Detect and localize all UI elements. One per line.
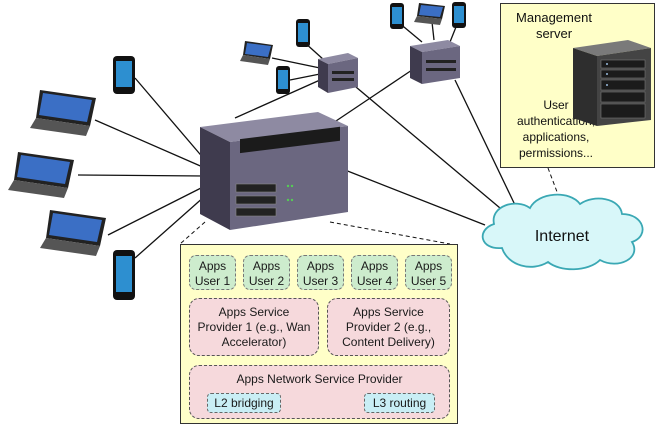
smartphone-icon <box>113 250 135 300</box>
laptop-icon <box>40 208 112 258</box>
apps-user-3: Apps User 3 <box>297 255 344 290</box>
apps-user-5: Apps User 5 <box>405 255 452 290</box>
management-server-title: Management server <box>516 10 592 41</box>
link-laptop-1 <box>94 119 206 169</box>
internet-cloud: Internet <box>472 190 652 277</box>
smartphone-icon <box>113 56 135 94</box>
service-provider-2: Apps Service Provider 2 (e.g., Content D… <box>327 298 450 356</box>
l2-bridging-box: L2 bridging <box>207 393 281 413</box>
apps-user-1: Apps User 1 <box>189 255 236 290</box>
link-laptop-2 <box>77 174 206 177</box>
smartphone-icon <box>296 19 310 47</box>
link-phone-bottom <box>134 195 206 259</box>
network-service-provider: Apps Network Service Provider L2 bridgin… <box>189 365 450 419</box>
rack-server-icon <box>573 40 653 126</box>
internet-label: Internet <box>534 228 590 245</box>
link-switch2-internet <box>454 79 516 206</box>
apps-user-4: Apps User 4 <box>351 255 398 290</box>
network-switch-icon <box>410 40 460 84</box>
management-server-panel: Management server User authentication, a… <box>500 3 655 168</box>
link-laptop-3 <box>107 185 206 236</box>
network-switch-icon <box>318 53 358 93</box>
cloud-icon <box>481 193 644 271</box>
smartphone-icon <box>276 66 290 94</box>
management-server-desc: User authentication, applications, permi… <box>516 98 596 160</box>
apps-panel: Apps User 1 Apps User 2 Apps User 3 Apps… <box>180 244 458 424</box>
core-switch-icon <box>200 112 350 230</box>
link-core-switch2 <box>329 69 413 126</box>
laptop-icon <box>240 40 276 66</box>
link-core-switch1 <box>234 79 321 119</box>
link-core-internet <box>344 169 486 226</box>
laptop-icon <box>8 150 80 200</box>
l3-routing-box: L3 routing <box>364 393 435 413</box>
laptop-icon <box>30 88 102 138</box>
laptop-icon <box>414 2 448 26</box>
apps-user-2: Apps User 2 <box>243 255 290 290</box>
smartphone-icon <box>390 3 404 29</box>
smartphone-icon <box>452 2 466 28</box>
network-service-provider-label: Apps Network Service Provider <box>236 372 403 386</box>
service-provider-1: Apps Service Provider 1 (e.g., Wan Accel… <box>189 298 319 356</box>
link-switch1-internet <box>349 81 501 209</box>
link-phone-top <box>134 77 206 161</box>
